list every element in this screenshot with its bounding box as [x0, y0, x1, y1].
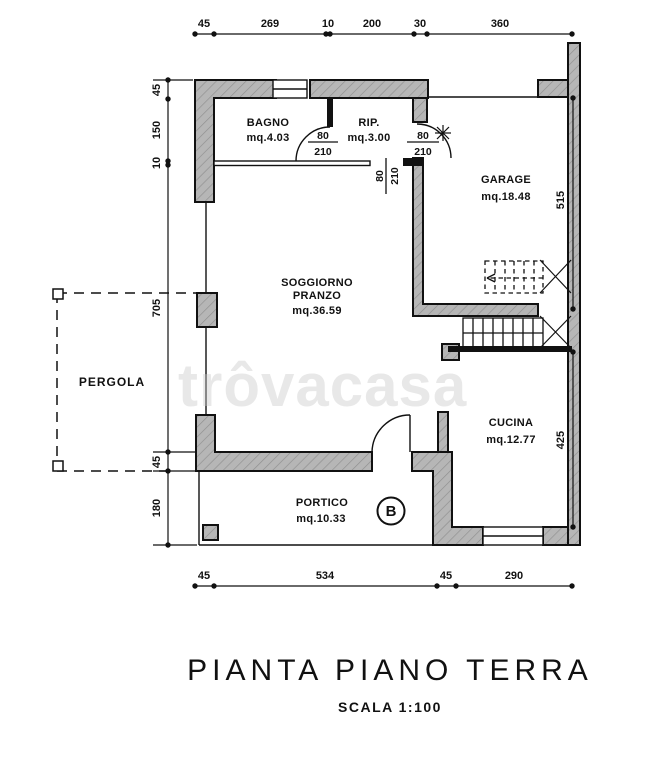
dim-left-6: 180 — [151, 499, 163, 517]
dimension-labels: 45 269 10 200 30 360 45 150 10 705 45 18… — [151, 18, 567, 582]
portico-pillar — [202, 524, 219, 541]
drawing-title: PIANTA PIANO TERRA SCALA 1:100 — [187, 654, 593, 715]
dimension-dots — [165, 31, 576, 589]
openings — [198, 79, 544, 546]
wall-kitchen-stub — [437, 411, 449, 453]
room-bagno-name: BAGNO — [247, 117, 290, 129]
dim-bottom-1: 45 — [198, 570, 210, 582]
stair-upper-flight — [484, 260, 544, 294]
dim-left-3: 10 — [151, 157, 163, 169]
dim-left-2: 150 — [151, 121, 163, 139]
pergola-outline — [52, 288, 197, 472]
dim-top-4: 200 — [363, 18, 381, 30]
door-h-rip: 210 — [414, 146, 432, 158]
room-soggiorno-name: SOGGIORNO — [281, 277, 353, 289]
door-h-bagno: 210 — [314, 146, 332, 158]
pergola-post-top — [52, 288, 64, 300]
wall-bottom-right — [411, 451, 484, 546]
pergola-post-bottom — [52, 460, 64, 472]
dim-top-2: 269 — [261, 18, 279, 30]
room-cucina-area: mq.12.77 — [486, 434, 535, 446]
dim-right-2: 425 — [555, 431, 567, 449]
wall-left-mid-pier — [196, 292, 218, 328]
wall-cucina-corner — [542, 526, 569, 546]
door-arc-bagno — [295, 126, 331, 162]
plan-scale: SCALA 1:100 — [338, 699, 442, 715]
dim-left-4: 705 — [151, 299, 163, 317]
section-marker: B — [376, 496, 406, 526]
room-bagno-area: mq.4.03 — [246, 132, 289, 144]
doors — [295, 123, 452, 453]
room-portico-name: PORTICO — [296, 497, 348, 509]
wall-bottom-left — [195, 414, 373, 472]
dim-right-1: 515 — [555, 191, 567, 209]
dim-bottom-2: 534 — [316, 570, 335, 582]
stairs — [448, 259, 572, 352]
dim-top-6: 360 — [491, 18, 509, 30]
dim-top-5: 30 — [414, 18, 426, 30]
room-pergola-name: PERGOLA — [79, 375, 145, 389]
room-portico-area: mq.10.33 — [296, 513, 345, 525]
stair-direction-arrow — [486, 273, 496, 283]
door-arc-portico — [371, 414, 411, 453]
watermark-text: trôvacasa — [178, 352, 467, 419]
room-soggiorno-area: mq.36.59 — [292, 305, 341, 317]
room-rip-area: mq.3.00 — [347, 132, 390, 144]
door-w-bagno: 80 — [317, 130, 329, 142]
wall-rip-garage-pier — [412, 97, 428, 123]
room-rip-name: RIP. — [358, 117, 379, 129]
room-soggiorno-name2: PRANZO — [293, 290, 341, 302]
door-w-rip: 80 — [417, 130, 429, 142]
wall-right — [567, 42, 581, 546]
door-arc-rip-garage — [416, 123, 452, 159]
stair-break-lines-upper — [539, 259, 572, 294]
room-garage-area: mq.18.48 — [481, 191, 530, 203]
walls — [194, 42, 581, 546]
stair-lower-flight — [462, 317, 544, 349]
door-star-symbol — [435, 125, 451, 141]
partition-door-jamb — [403, 158, 423, 166]
dim-bottom-4: 290 — [505, 570, 523, 582]
section-marker-letter: B — [386, 503, 397, 520]
dim-left-1: 45 — [151, 84, 163, 96]
door-size-labels: 80 210 80 210 80 210 — [308, 130, 439, 194]
door-h-soggiorno: 210 — [389, 167, 401, 185]
room-garage-name: GARAGE — [481, 174, 531, 186]
dim-left-5: 45 — [151, 456, 163, 468]
room-labels: BAGNO mq.4.03 RIP. mq.3.00 GARAGE mq.18.… — [79, 117, 536, 525]
wall-top-middle — [309, 79, 429, 99]
door-w-soggiorno: 80 — [374, 170, 386, 182]
partition-bagno-soggiorno — [213, 160, 371, 167]
wall-top-right-stub — [537, 79, 569, 98]
dimension-lines — [153, 33, 574, 587]
partitions — [213, 98, 423, 167]
partition-bagno-rip-divider — [327, 98, 333, 127]
plan-title: PIANTA PIANO TERRA — [187, 654, 593, 687]
section-marker-circle — [376, 496, 406, 526]
stair-bottom-wall — [448, 346, 572, 352]
dim-top-3: 10 — [322, 18, 334, 30]
stair-break-lines-lower — [539, 315, 572, 349]
room-cucina-name: CUCINA — [489, 417, 534, 429]
dim-top-1: 45 — [198, 18, 210, 30]
dim-bottom-3: 45 — [440, 570, 452, 582]
